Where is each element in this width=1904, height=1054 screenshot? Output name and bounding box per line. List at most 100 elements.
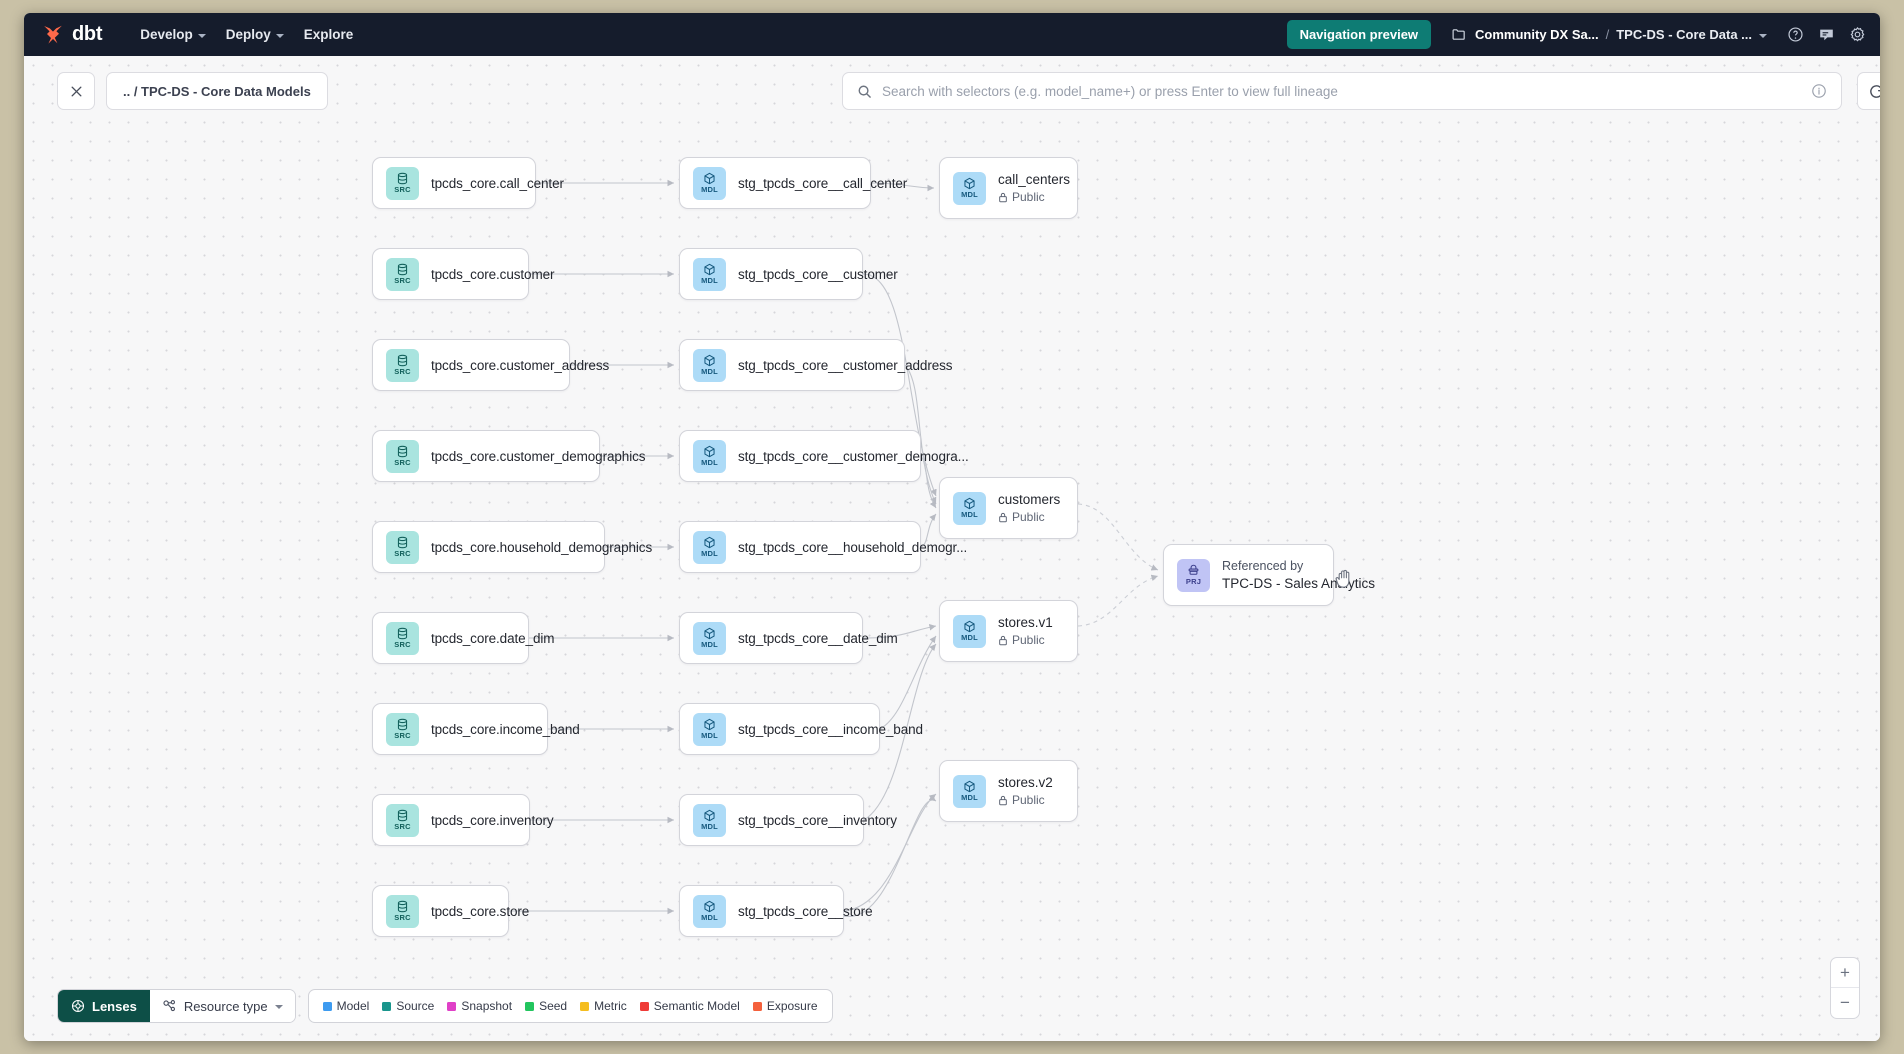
legend-item-exposure: Exposure	[752, 999, 818, 1013]
lineage-node-model[interactable]: MDL stg_tpcds_core__customer	[679, 248, 898, 300]
cube-icon	[704, 354, 715, 367]
cube-icon	[704, 172, 715, 185]
zoom-in-button[interactable]: +	[1831, 958, 1859, 988]
legend-label: Seed	[539, 999, 568, 1013]
help-icon[interactable]	[1787, 26, 1804, 43]
lineage-node-source[interactable]: SRC tpcds_core.customer_address	[372, 339, 609, 391]
feedback-icon[interactable]	[1818, 26, 1835, 43]
legend-swatch	[525, 1001, 535, 1011]
node-label: tpcds_core.date_dim	[431, 630, 555, 646]
lineage-node-source[interactable]: SRC tpcds_core.inventory	[372, 794, 554, 846]
lineage-node-model[interactable]: MDL stg_tpcds_core__store	[679, 885, 873, 937]
lock-icon	[999, 512, 1007, 522]
node-access-label: Public	[1012, 633, 1045, 647]
cube-icon	[964, 780, 975, 793]
node-access-badge: Public	[998, 793, 1053, 807]
lineage-node-model[interactable]: MDL stg_tpcds_core__customer_demogra...	[679, 430, 969, 482]
model-badge-icon: MDL	[693, 803, 726, 837]
source-badge-icon: SRC	[386, 166, 419, 200]
model-badge-icon: MDL	[693, 530, 726, 564]
breadcrumb-project[interactable]: TPC-DS - Core Data ...	[1616, 27, 1752, 42]
node-text-block: call_centers Public	[998, 172, 1070, 204]
nav-item-develop[interactable]: Develop	[130, 21, 216, 48]
lineage-node-source[interactable]: SRC tpcds_core.customer	[372, 248, 555, 300]
lineage-node-mart[interactable]: MDL stores.v1 Public	[939, 600, 1078, 662]
lenses-button[interactable]: Lenses	[58, 990, 150, 1022]
legend-swatch	[382, 1001, 392, 1011]
lineage-node-source[interactable]: SRC tpcds_core.store	[372, 885, 529, 937]
node-access-badge: Public	[998, 510, 1060, 524]
navigation-preview-button[interactable]: Navigation preview	[1286, 20, 1432, 49]
search-bar[interactable]	[842, 72, 1842, 110]
folder-icon	[1452, 29, 1465, 40]
node-label: tpcds_core.household_demographics	[431, 539, 653, 555]
lineage-node-exposure[interactable]: PRJ Referenced by TPC-DS - Sales Analyti…	[1163, 544, 1375, 606]
model-badge-icon: MDL	[693, 621, 726, 655]
lineage-node-mart[interactable]: MDL stores.v2 Public	[939, 760, 1078, 822]
lineage-node-model[interactable]: MDL stg_tpcds_core__date_dim	[679, 612, 898, 664]
dbt-logo[interactable]: dbt	[34, 23, 103, 47]
node-label: stg_tpcds_core__inventory	[738, 812, 897, 828]
source-badge-icon: SRC	[386, 439, 419, 473]
nav-item-develop-label: Develop	[140, 27, 193, 42]
lineage-canvas[interactable]: .. / TPC-DS - Core Data Models	[24, 56, 1880, 1041]
badge-label: MDL	[701, 913, 718, 922]
lineage-breadcrumb-pill[interactable]: .. / TPC-DS - Core Data Models	[106, 72, 328, 110]
breadcrumb-account[interactable]: Community DX Sa...	[1475, 27, 1599, 42]
model-badge-icon: MDL	[953, 614, 986, 648]
node-label: stg_tpcds_core__store	[738, 903, 873, 919]
info-icon[interactable]	[1811, 83, 1827, 99]
lineage-node-model[interactable]: MDL stg_tpcds_core__customer_address	[679, 339, 953, 391]
lineage-node-model[interactable]: MDL stg_tpcds_core__household_demogr...	[679, 521, 967, 573]
lineage-toolbar: .. / TPC-DS - Core Data Models	[24, 56, 1880, 118]
lineage-node-source[interactable]: SRC tpcds_core.customer_demographics	[372, 430, 646, 482]
database-icon	[397, 627, 408, 640]
lineage-node-source[interactable]: SRC tpcds_core.income_band	[372, 703, 580, 755]
node-access-badge: Public	[998, 633, 1053, 647]
chevron-down-icon[interactable]	[1759, 33, 1767, 38]
badge-label: MDL	[961, 190, 978, 199]
badge-label: PRJ	[1185, 577, 1202, 586]
nav-item-deploy[interactable]: Deploy	[216, 21, 294, 48]
node-label: tpcds_core.customer_demographics	[431, 448, 646, 464]
nav-item-explore[interactable]: Explore	[294, 21, 364, 48]
resource-type-button[interactable]: Resource type	[149, 990, 295, 1022]
refresh-button[interactable]	[1857, 72, 1880, 110]
lineage-node-mart[interactable]: MDL call_centers Public	[939, 157, 1078, 219]
zoom-out-button[interactable]: −	[1840, 993, 1850, 1012]
model-badge-icon: MDL	[693, 894, 726, 928]
lineage-node-model[interactable]: MDL stg_tpcds_core__inventory	[679, 794, 897, 846]
close-icon	[70, 85, 82, 97]
node-label: stg_tpcds_core__date_dim	[738, 630, 898, 646]
model-badge-icon: MDL	[953, 171, 986, 205]
lineage-node-model[interactable]: MDL stg_tpcds_core__call_center	[679, 157, 907, 209]
lineage-node-model[interactable]: MDL stg_tpcds_core__income_band	[679, 703, 923, 755]
badge-label: SRC	[394, 731, 411, 740]
legend-item-source: Source	[382, 999, 434, 1013]
model-badge-icon: MDL	[953, 491, 986, 525]
database-icon	[397, 809, 408, 822]
legend-label: Exposure	[766, 999, 818, 1013]
cube-icon	[704, 809, 715, 822]
resource-type-legend: Model Source Snapshot Seed Metric	[307, 989, 833, 1023]
search-input[interactable]	[882, 83, 1801, 99]
close-button[interactable]	[57, 72, 95, 110]
cube-icon	[704, 263, 715, 276]
lineage-node-mart[interactable]: MDL customers Public	[939, 477, 1078, 539]
settings-gear-icon[interactable]	[1849, 26, 1866, 43]
lineage-node-source[interactable]: SRC tpcds_core.call_center	[372, 157, 564, 209]
lineage-node-source[interactable]: SRC tpcds_core.household_demographics	[372, 521, 652, 573]
cube-icon	[964, 497, 975, 510]
source-badge-icon: SRC	[386, 894, 419, 928]
node-title: stores.v1	[998, 615, 1053, 630]
source-badge-icon: SRC	[386, 621, 419, 655]
node-access-badge: Public	[998, 190, 1070, 204]
cube-icon	[704, 445, 715, 458]
lineage-node-source[interactable]: SRC tpcds_core.date_dim	[372, 612, 555, 664]
database-icon	[397, 445, 408, 458]
node-access-label: Public	[1012, 793, 1045, 807]
node-text-block: Referenced by TPC-DS - Sales Analytics	[1222, 559, 1375, 591]
chevron-down-icon	[275, 33, 284, 38]
badge-label: MDL	[701, 640, 718, 649]
node-label: tpcds_core.call_center	[431, 175, 564, 191]
